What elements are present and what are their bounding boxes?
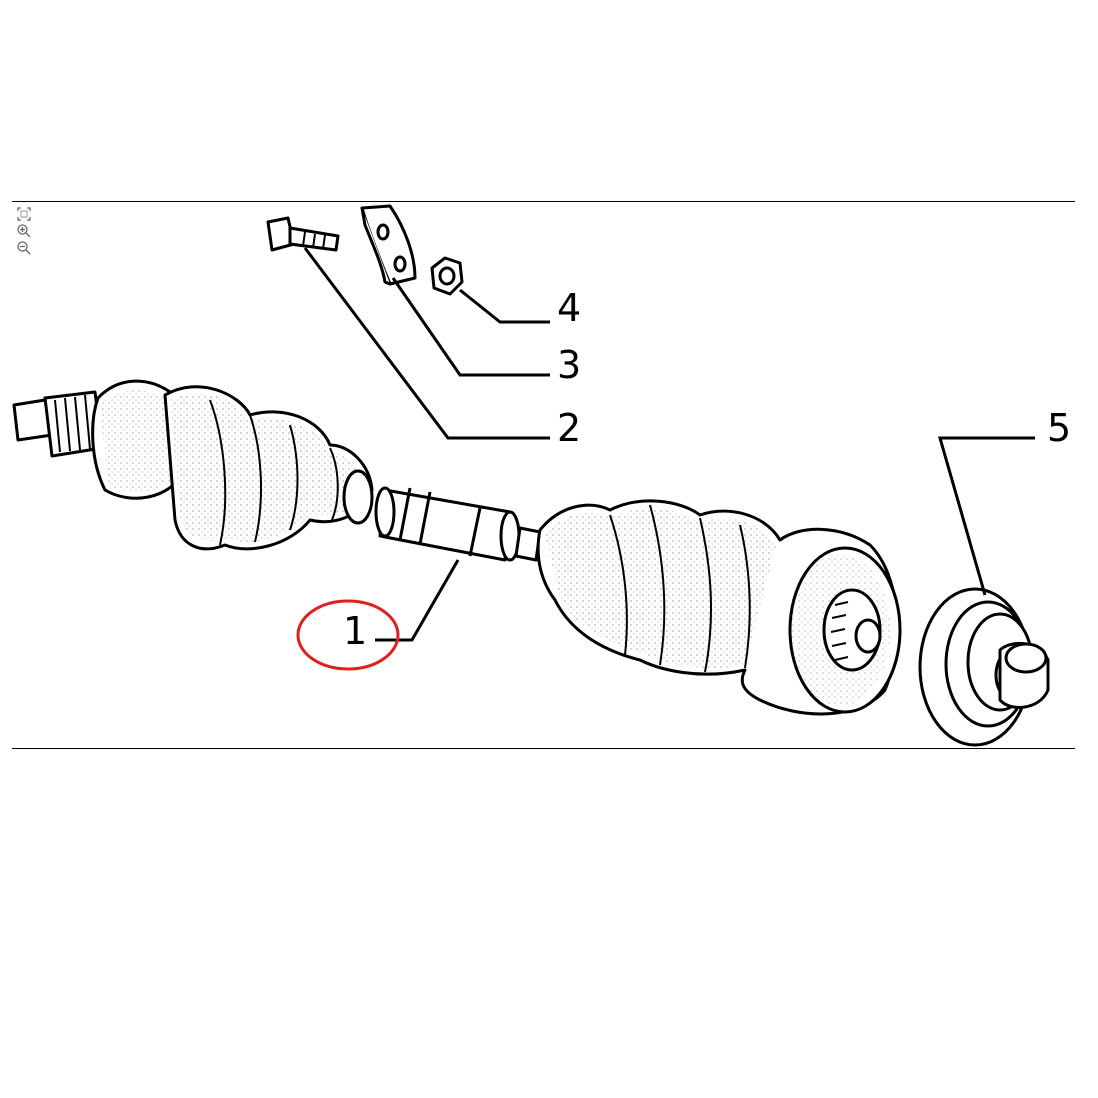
callout-3: 3	[557, 343, 581, 387]
bolt-part-2[interactable]	[266, 216, 340, 252]
fit-page-icon[interactable]	[16, 206, 32, 222]
drive-shaft-part-1[interactable]	[374, 486, 542, 562]
leader-line-5	[938, 436, 1035, 596]
callout-4: 4	[557, 286, 581, 330]
top-border-line	[12, 201, 1075, 202]
viewer-toolbar	[16, 206, 34, 257]
bracket-part-3[interactable]	[360, 204, 417, 286]
callout-2: 2	[557, 406, 581, 450]
leader-line-3	[391, 277, 550, 377]
highlight-circle	[296, 599, 400, 671]
zoom-out-icon[interactable]	[16, 240, 32, 256]
bottom-border-line	[12, 748, 1075, 749]
left-cv-joint[interactable]	[12, 379, 374, 551]
leader-line-1	[375, 559, 460, 642]
callout-5: 5	[1047, 406, 1071, 450]
leader-lines	[303, 247, 1035, 642]
leader-line-2	[303, 247, 550, 440]
callout-1: 1	[343, 609, 367, 653]
seal-ring-part-5[interactable]	[918, 587, 1050, 747]
leader-line-4	[459, 288, 550, 324]
zoom-in-icon[interactable]	[16, 223, 32, 239]
nut-part-4[interactable]	[430, 256, 464, 296]
right-cv-joint[interactable]	[536, 499, 902, 716]
